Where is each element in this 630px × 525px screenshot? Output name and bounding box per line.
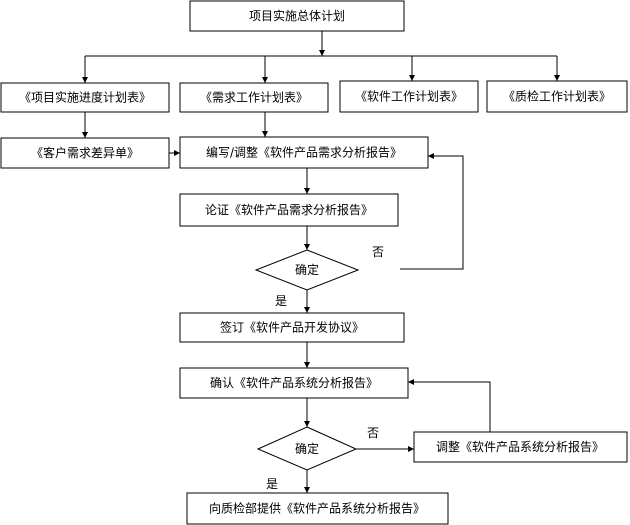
node-confirm-sys: 确认《软件产品系统分析报告》: [179, 367, 409, 399]
node-overall-plan-label: 项目实施总体计划: [249, 8, 345, 23]
edge-label-yes-1: 是: [275, 294, 287, 308]
node-confirm1: 确定: [254, 249, 360, 291]
edge-confirm1-no-loop: [400, 153, 464, 270]
node-confirm2-label: 确定: [295, 441, 319, 456]
edge-label-no-1: 否: [372, 245, 384, 259]
node-progress-plan-label: 《项目实施进度计划表》: [19, 90, 151, 105]
edge-label-yes-2: 是: [266, 477, 278, 491]
node-customer-diff-label: 《客户需求差异单》: [31, 145, 139, 160]
node-confirm1-label: 确定: [295, 262, 319, 277]
node-qa-plan: 《质检工作计划表》: [486, 80, 628, 113]
node-write-req: 编写/调整《软件产品需求分析报告》: [179, 136, 429, 169]
node-write-req-label: 编写/调整《软件产品需求分析报告》: [206, 145, 402, 160]
edge-label-no-2: 否: [367, 426, 379, 440]
edge-adjust-loop: [408, 379, 491, 432]
node-review-req: 论证《软件产品需求分析报告》: [179, 193, 399, 227]
node-adjust-sys-label: 调整《软件产品系统分析报告》: [436, 439, 604, 454]
node-confirm2: 确定: [256, 426, 358, 471]
node-req-plan: 《需求工作计划表》: [179, 82, 329, 113]
node-progress-plan: 《项目实施进度计划表》: [0, 82, 170, 113]
node-sign-agreement-label: 签订《软件产品开发协议》: [220, 320, 364, 335]
node-provide-qa: 向质检部提供《软件产品系统分析报告》: [186, 492, 449, 525]
node-sign-agreement: 签订《软件产品开发协议》: [179, 312, 405, 343]
connectors: [82, 31, 560, 493]
node-review-req-label: 论证《软件产品需求分析报告》: [205, 202, 373, 217]
node-provide-qa-label: 向质检部提供《软件产品系统分析报告》: [209, 501, 425, 516]
node-customer-diff: 《客户需求差异单》: [0, 137, 170, 169]
node-confirm-sys-label: 确认《软件产品系统分析报告》: [210, 375, 378, 390]
node-overall-plan: 项目实施总体计划: [189, 0, 405, 32]
node-sw-plan: 《软件工作计划表》: [339, 80, 479, 113]
node-sw-plan-label: 《软件工作计划表》: [355, 90, 463, 104]
node-req-plan-label: 《需求工作计划表》: [200, 91, 308, 105]
node-adjust-sys: 调整《软件产品系统分析报告》: [413, 431, 628, 463]
node-qa-plan-label: 《质检工作计划表》: [503, 89, 611, 104]
